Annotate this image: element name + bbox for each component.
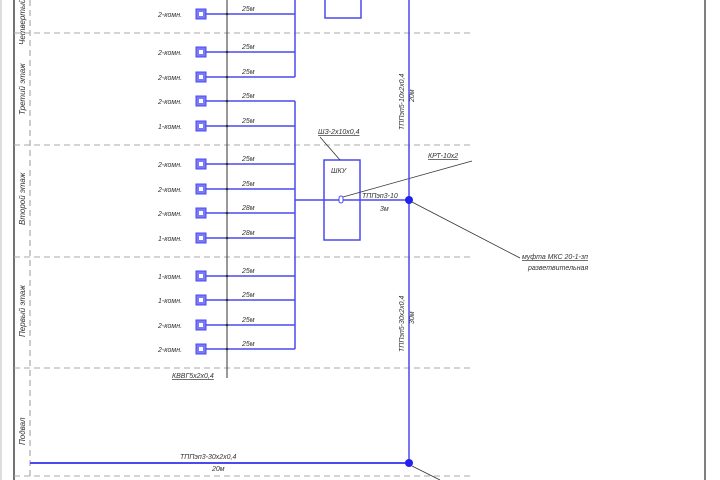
apartment-type: 2-комн. [157,323,182,330]
apartment-type: 1-комн. [158,274,182,281]
apartment-row: 2-комн. 25м [157,6,295,20]
socket-inner [199,162,203,166]
socket-inner [199,75,203,79]
apartment-type: 2-комн. [157,99,182,106]
cable-length: 25м [241,6,255,13]
apartment-row: 1-комн. 28м [158,230,295,244]
upper-cabinet[interactable] [324,0,362,19]
apartment-row: 2-комн. 25м [157,341,295,355]
cable-length: 25м [241,317,255,324]
main-cable-label: ТППэп3-30х2х0,4 [180,454,236,461]
main-length-label: 20м [211,466,225,473]
junction-dot [225,211,229,215]
coupling-node-bottom[interactable] [405,459,413,467]
junction-dot [225,50,229,54]
floor-label: Второй этаж [18,172,27,225]
cable-length: 28м [241,230,255,237]
junction-dot [225,162,229,166]
apartment-type: 2-комн. [157,12,182,19]
apartment-row: 1-комн. 25м [158,292,295,306]
floor-label: Третий этаж [18,63,27,115]
junction-dot [225,323,229,327]
apartment-row: 1-комн. 25м [158,268,295,282]
socket-inner [199,274,203,278]
socket-inner [199,12,203,16]
apartment-type: 1-комн. [158,298,182,305]
terminal-block-icon [338,195,344,204]
socket-inner [199,236,203,240]
socket-inner [199,323,203,327]
socket-inner [199,187,203,191]
apartment-type: 2-комн. [157,162,182,169]
apartment-type: 1-комн. [158,124,182,131]
socket-inner [199,99,203,103]
leader-line [342,160,473,198]
junction-dot [225,12,229,16]
junction-dot [225,298,229,302]
apartment-type: 2-комн. [157,50,182,57]
socket-inner [199,298,203,302]
coupling-node[interactable] [405,196,413,204]
cabinet-label: ШКУ [331,168,348,175]
cable-length: 25м [241,292,255,299]
apartment-type: 1-комн. [158,236,182,243]
floor-label: Первый этаж [18,285,27,337]
socket-inner [199,347,203,351]
cable-length: 28м [241,205,255,212]
junction-dot [225,274,229,278]
leader-line [411,465,441,480]
junction-dot [225,236,229,240]
cable-length: 25м [241,268,255,275]
apartment-cable-label: КВВГ5х2х0,4 [172,373,214,380]
branch-length-label: 3м [380,206,389,213]
floor-dividers [14,32,470,477]
apartment-row: 2-комн. 25м [157,93,295,107]
coupling-label: муфта МКС 20-1-зп [522,254,588,261]
cable-length: 25м [241,181,255,188]
leader-line [411,201,521,259]
apartment-type: 2-комн. [157,211,182,218]
junction-dot [225,75,229,79]
apartment-row: 2-комн. 25м [157,44,295,58]
socket-inner [199,124,203,128]
riser-cable-upper: ТППэп5-10х2х0,4 [399,74,406,130]
socket-inner [199,50,203,54]
coupling-type-label: разветвительная [527,265,588,272]
cable-length: 25м [241,93,255,100]
apartment-row: 2-комн. 25м [157,69,295,83]
socket-inner [199,211,203,215]
floor-label: Подвал [18,417,27,445]
cable-length: 25м [241,118,255,125]
apartment-row: 2-комн. 25м [157,181,295,195]
junction-dot [225,124,229,128]
cable-length: 25м [241,341,255,348]
riser-length-upper: 20м [409,89,416,103]
apartment-row: 1-комн. 25м [158,118,295,132]
leader-line [319,136,341,161]
apartment-row: 2-комн. 28м [157,205,295,219]
cabinet-spec-label: ШЗ-2х10х0,4 [318,129,360,136]
floor-label: Четвертый этаж [18,0,27,45]
junction-dot [225,99,229,103]
apartment-type: 2-комн. [157,75,182,82]
branch-cable-label: ТППэп3-10 [362,193,398,200]
junction-dot [225,347,229,351]
cable-length: 25м [241,44,255,51]
cable-length: 25м [241,156,255,163]
apartment-row: 2-комн. 25м [157,317,295,331]
apartment-type: 2-комн. [157,187,182,194]
apartment-row: 2-комн. 25м [157,156,295,170]
riser-cable-lower: ТППэп5-30х2х0,4 [399,296,406,352]
cable-length: 25м [241,69,255,76]
riser-length-lower: 30м [409,311,416,324]
terminal-label: КРТ-10х2 [428,153,458,160]
apartment-type: 2-комн. [157,347,182,354]
junction-dot [225,187,229,191]
